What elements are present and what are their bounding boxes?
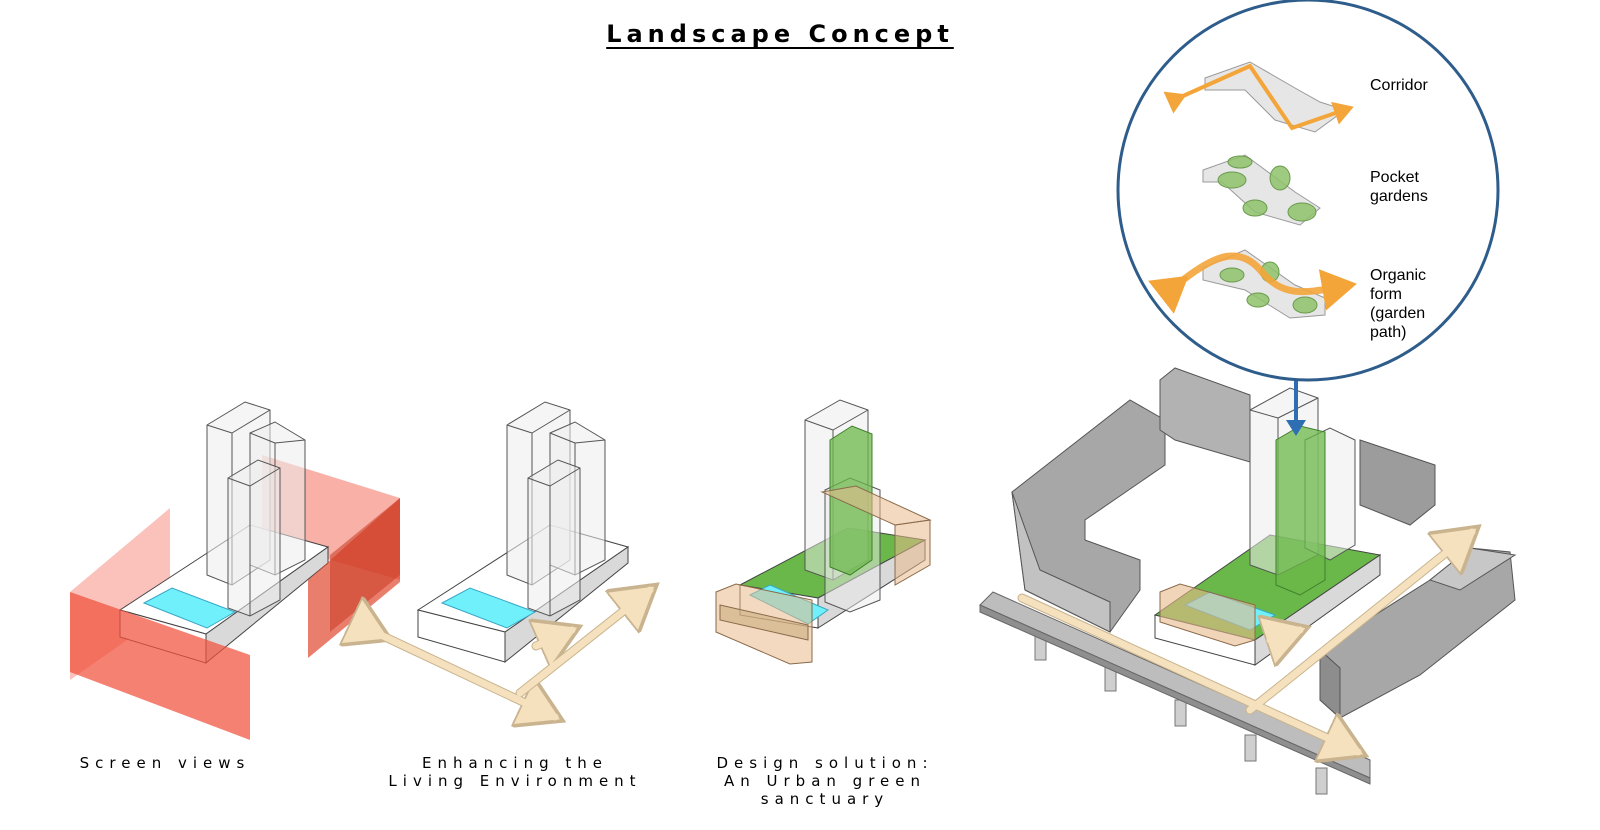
legend-line: form <box>1370 286 1402 303</box>
garden-path-arrow <box>1148 252 1357 314</box>
green-tower-4 <box>1275 425 1326 596</box>
living-environment-diagram <box>383 401 650 717</box>
legend-line: Organic <box>1370 267 1427 284</box>
legend-organic-form: Organic form (garden path) <box>1370 266 1480 342</box>
caption-line: Living Environment <box>388 772 642 790</box>
landscape-legend-callout <box>1116 0 1500 382</box>
caption-design-solution: Design solution: An Urban green sanctuar… <box>700 754 950 808</box>
legend-line: Corridor <box>1370 77 1428 94</box>
caption-line: Design solution: <box>716 754 934 772</box>
screen-views-diagram <box>70 401 400 740</box>
legend-line: path) <box>1370 324 1407 341</box>
context-massing-diagram <box>979 367 1517 795</box>
legend-line: gardens <box>1370 188 1428 205</box>
retail-podium-boxes <box>715 485 932 665</box>
legend-line: (garden <box>1370 305 1426 322</box>
caption-screen-views: Screen views <box>50 754 280 772</box>
caption-line: Enhancing the <box>421 754 609 772</box>
existing-buildings <box>1011 367 1517 720</box>
legend-line: Pocket <box>1370 169 1419 186</box>
caption-living-environment: Enhancing the Living Environment <box>370 754 660 790</box>
elevated-rail <box>979 591 1371 795</box>
caption-line: An Urban green <box>724 772 926 790</box>
page-title: Landscape Concept <box>606 20 954 48</box>
tower-c <box>227 459 281 617</box>
corridor-arrow <box>1163 63 1354 131</box>
caption-line: sanctuary <box>760 790 890 808</box>
design-solution-diagram <box>715 399 932 665</box>
legend-pocket-gardens: Pocket gardens <box>1370 168 1480 206</box>
access-arrows <box>383 590 650 717</box>
red-screen-front-left <box>70 592 250 740</box>
legend-corridor: Corridor <box>1370 76 1480 95</box>
pool <box>142 587 237 629</box>
retail-podium-box-4 <box>1159 583 1256 647</box>
caption-line: Screen views <box>79 754 251 772</box>
